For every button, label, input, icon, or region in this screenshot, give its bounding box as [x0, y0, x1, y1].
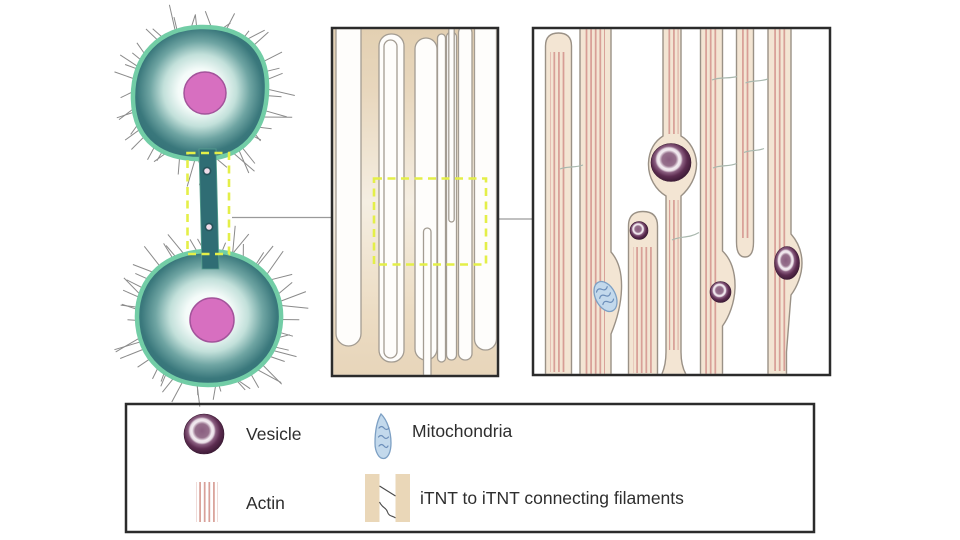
legend-item-itnt-filaments: iTNT to iTNT connecting filaments: [365, 474, 684, 522]
itnt-outline-tube: [457, 29, 473, 361]
legend-item-actin: Actin: [196, 482, 285, 522]
zoom-highlight-box-left: [186, 151, 231, 256]
actin-striations: [669, 200, 679, 350]
legend-item-vesicle: Vesicle: [183, 413, 301, 455]
tnt-tube: [198, 148, 220, 270]
legend-label: Vesicle: [246, 424, 301, 444]
actin-striations: [584, 29, 605, 374]
actin-striations: [740, 29, 750, 238]
itnt-filaments-icon: [365, 474, 410, 522]
actin-striations: [550, 52, 567, 372]
actin-striations: [772, 29, 787, 371]
small-vesicle: [709, 281, 732, 303]
zoom-highlight-box-middle: [372, 177, 488, 266]
legend: Vesicle Mitochondria Actin iTNT to iTNT …: [124, 402, 816, 534]
actin-striations: [666, 29, 679, 134]
mitochondria-icon: [374, 412, 392, 460]
itnt-outline-tube: [335, 29, 362, 347]
mitochondria: [593, 280, 618, 313]
legend-label: iTNT to iTNT connecting filaments: [420, 488, 684, 508]
small-vesicle: [629, 221, 649, 240]
legend-border: [124, 402, 816, 534]
bottom-cell-nucleus: [189, 297, 235, 343]
tnt-bundle-panel: [330, 26, 500, 378]
large-vesicle: [650, 143, 692, 182]
itnt-outline-tube: [448, 29, 455, 223]
legend-item-mitochondria: Mitochondria: [374, 412, 512, 460]
itnt-outline-tube: [473, 29, 497, 351]
large-vesicle: [774, 246, 800, 280]
actin-striations: [633, 247, 652, 373]
itnt-outline-tube: [383, 39, 398, 359]
itnt-outline-tube: [422, 227, 432, 375]
itnt-detail-panel: [531, 26, 832, 377]
right-panel-border: [531, 26, 832, 377]
tnt-cargo-vesicle: [204, 222, 214, 232]
legend-label: Mitochondria: [412, 421, 512, 441]
legend-label: Actin: [246, 493, 285, 513]
middle-panel-border: [330, 26, 500, 378]
tnt-cargo-vesicle: [202, 166, 212, 176]
actin-icon: [196, 482, 218, 522]
itnt-outline-tube: [436, 33, 447, 363]
connected-cells-panel: [114, 4, 309, 407]
vesicle-icon: [183, 413, 225, 455]
itnt-connecting-filaments: [559, 75, 769, 241]
top-cell-nucleus: [183, 71, 227, 115]
bundle-itnts: [335, 29, 497, 375]
